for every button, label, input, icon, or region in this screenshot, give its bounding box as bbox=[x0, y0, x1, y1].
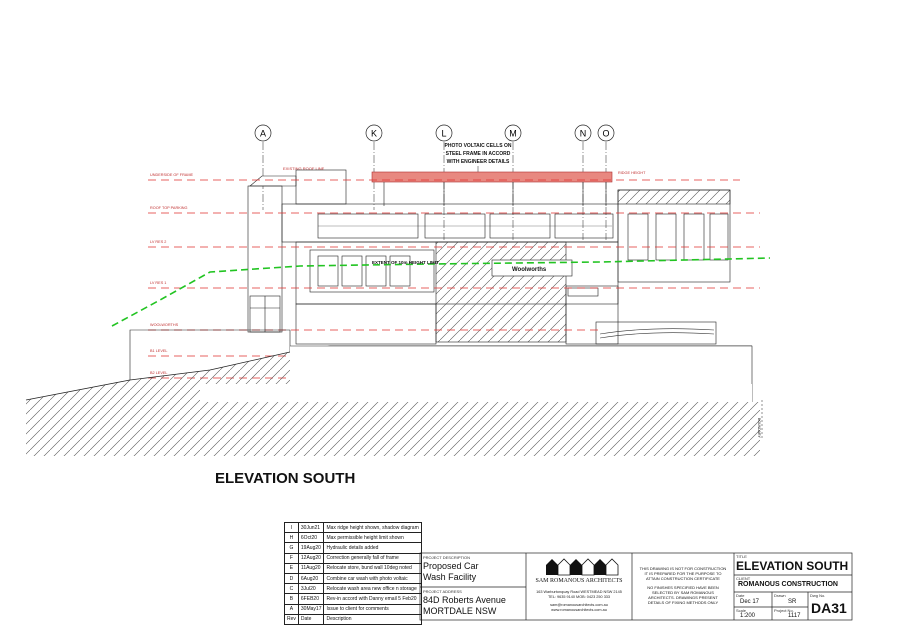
svg-text:WITH ENGINEER DETAILS: WITH ENGINEER DETAILS bbox=[447, 159, 510, 165]
project-description-line2: Wash Facility bbox=[423, 572, 477, 582]
date-value: Dec 17 bbox=[740, 599, 760, 605]
ground-section: BOUNDARY bbox=[25, 329, 763, 456]
existing-roof-label: EXISTING ROOF LINE bbox=[283, 166, 325, 171]
svg-text:B2 LEVEL: B2 LEVEL bbox=[150, 371, 168, 375]
note-line: SELECTED BY SAM ROMANOUS bbox=[652, 590, 714, 595]
gridline-label-o: O bbox=[602, 129, 609, 139]
dwg-label: Dwg No. bbox=[810, 593, 826, 598]
gridline-label-a: A bbox=[260, 129, 266, 139]
gridline-label-l: L bbox=[441, 129, 446, 139]
date-label: Date bbox=[736, 593, 745, 598]
project-description: Proposed Car Wash Facility bbox=[423, 561, 479, 583]
gridline-o: O bbox=[597, 124, 615, 240]
project-address-label: PROJECT ADDRESS bbox=[423, 589, 462, 594]
photovoltaic-note: PHOTO VOLTAIC CELLS ON STEEL FRAME IN AC… bbox=[445, 143, 512, 174]
construction-notes: THIS DRAWING IS NOT FOR CONSTRUCTION IT … bbox=[634, 566, 732, 605]
gridline-bubbles: A K L M N O bbox=[254, 124, 615, 240]
svg-text:LV RES 2: LV RES 2 bbox=[150, 240, 166, 244]
client-name: ROMANOUS CONSTRUCTION bbox=[738, 581, 838, 588]
svg-text:UNDERSIDE OF FRAME: UNDERSIDE OF FRAME bbox=[150, 173, 194, 177]
sheet-title: ELEVATION SOUTH bbox=[736, 559, 849, 573]
svg-text:B1 LEVEL: B1 LEVEL bbox=[150, 349, 168, 353]
architect-web: www.romanousarchitects.com.au bbox=[551, 608, 607, 612]
store-sign: Woolworths bbox=[512, 267, 547, 273]
svg-text:WOOLWORTHS: WOOLWORTHS bbox=[150, 323, 179, 327]
photovoltaic-frame bbox=[371, 171, 613, 183]
note-line: THIS DRAWING IS NOT FOR CONSTRUCTION bbox=[639, 566, 727, 571]
height-limit-line: EXTENT OF 10m HEIGHT LIMIT bbox=[111, 257, 771, 327]
client-label: CLIENT bbox=[736, 576, 751, 581]
svg-text:LV RES 1: LV RES 1 bbox=[150, 281, 166, 285]
architect-details: 163 Warburtonquay Road WESTMEAD NSW 2145… bbox=[528, 590, 630, 613]
note-line: DETAILS OF FIXING METHODS ONLY bbox=[647, 600, 719, 605]
gridline-k: K bbox=[365, 124, 383, 210]
gridline-label-k: K bbox=[371, 129, 377, 139]
boundary-label: BOUNDARY bbox=[757, 418, 761, 438]
project-address-line2: MORTDALE NSW bbox=[423, 606, 497, 616]
height-limit-label: EXTENT OF 10m HEIGHT LIMIT bbox=[372, 260, 439, 265]
note-line: ARCHITECTS. DRAWINGS PRESENT bbox=[648, 595, 718, 600]
svg-text:ROOF TOP PARKING: ROOF TOP PARKING bbox=[150, 206, 188, 210]
architect-logo bbox=[546, 558, 619, 576]
title-label: TITLE bbox=[736, 554, 747, 559]
note-line: ATTAIN CONSTRUCTION CERTIFICATE bbox=[646, 576, 720, 581]
drawn-label: Drawn bbox=[774, 593, 786, 598]
gridline-label-m: M bbox=[509, 129, 517, 139]
architect-name: SAM ROMANOUS ARCHITECTS bbox=[535, 578, 623, 584]
note-line: NO FINISHES SPECIFIED HAVE BEEN bbox=[647, 585, 719, 590]
dwg-number: DA31 bbox=[811, 600, 847, 616]
svg-text:PHOTO VOLTAIC CELLS ON: PHOTO VOLTAIC CELLS ON bbox=[445, 143, 512, 149]
architect-phone: TEL: 9635 9140 MOB: 0423 250 333 bbox=[547, 595, 611, 599]
project-address: 84D Roberts Avenue MORTDALE NSW bbox=[423, 595, 506, 617]
note-line: IT IS PREPARED FOR THE PURPOSE TO bbox=[644, 571, 722, 576]
svg-text:STEEL FRAME IN ACCORD: STEEL FRAME IN ACCORD bbox=[446, 151, 511, 157]
svg-text:RIDGE HEIGHT: RIDGE HEIGHT bbox=[618, 171, 646, 175]
architect-email: sam@romanousarchitects.com.au bbox=[550, 603, 608, 607]
project-no-label: Project No. bbox=[774, 608, 794, 613]
scale-label: Scale bbox=[736, 608, 747, 613]
gridline-a: A bbox=[254, 124, 272, 210]
level-labels: UNDERSIDE OF FRAME ROOF TOP PARKING LV R… bbox=[150, 171, 646, 375]
architect-address: 163 Warburtonquay Road WESTMEAD NSW 2145 bbox=[536, 590, 622, 594]
scale-value: 1:200 bbox=[740, 613, 756, 619]
drawn-value: SR bbox=[788, 599, 797, 605]
gridline-label-n: N bbox=[580, 129, 587, 139]
project-address-line1: 84D Roberts Avenue bbox=[423, 595, 506, 605]
project-description-line1: Proposed Car bbox=[423, 561, 479, 571]
drawing-heading: ELEVATION SOUTH bbox=[215, 470, 356, 487]
project-no-value: 1117 bbox=[788, 613, 801, 619]
building-elevation: EXISTING ROOF LINE Woolworths bbox=[247, 166, 731, 345]
project-description-label: PROJECT DESCRIPTION bbox=[423, 555, 471, 560]
